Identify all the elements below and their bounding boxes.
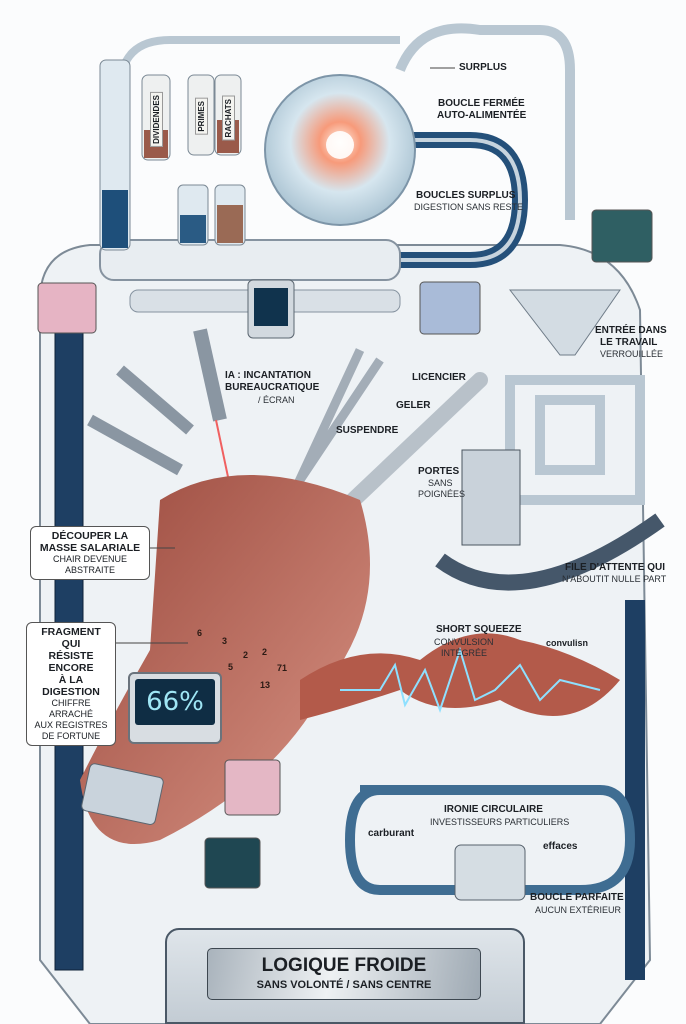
label-file-1: FILE D'ATTENTE QUI [565, 562, 665, 573]
monitor-value: 66% [135, 679, 215, 725]
bottle-label-primes: PRIMES [195, 98, 208, 135]
label-licencier: LICENCIER [412, 372, 466, 383]
fragment-number: 13 [260, 680, 271, 690]
callout-decouper: DÉCOUPER LA MASSE SALARIALE CHAIR DEVENU… [30, 526, 150, 580]
percentage-monitor: 66% [128, 672, 222, 744]
callout-fragment-s1: CHIFFRE ARRACHÉ [48, 698, 93, 719]
label-auto-alimentee: AUTO-ALIMENTÉE [437, 110, 527, 121]
label-sans: SANS [428, 478, 453, 488]
label-convulisn: convulisn [546, 638, 589, 648]
label-poignees: POIGNÉES [418, 489, 466, 499]
fragment-number: 71 [277, 663, 288, 673]
label-boucle-parfaite: BOUCLE PARFAITE [530, 892, 624, 903]
callout-decouper-title-2: MASSE SALARIALE [39, 542, 141, 554]
label-file-2: N'ABOUTIT NULLE PART [562, 574, 667, 584]
label-ia-2: BUREAUCRATIQUE [225, 382, 320, 393]
bottle-label-dividendes: DIVIDENDES [150, 92, 163, 147]
callout-fragment-t2: RÉSISTE [48, 650, 94, 662]
fragment-number: 2 [262, 647, 268, 657]
label-boucle-fermee: BOUCLE FERMÉE [438, 98, 525, 109]
label-carburant: carburant [368, 828, 415, 839]
label-surplus: SURPLUS [459, 62, 507, 73]
label-aucun-exterieur: AUCUN EXTÉRIEUR [535, 905, 622, 915]
callout-fragment-s3: DE FORTUNE [41, 731, 101, 741]
fragment-number: 3 [222, 636, 228, 646]
label-ia-1: IA : INCANTATION [225, 370, 311, 381]
label-integree: INTÉGRÉE [441, 648, 488, 658]
callout-fragment-t4: À LA DIGESTION [42, 674, 100, 698]
bottle-label-rachats: RACHATS [222, 96, 235, 141]
label-ironie-circulaire: IRONIE CIRCULAIRE [444, 804, 543, 815]
callout-fragment: FRAGMENT QUI RÉSISTE ENCORE À LA DIGESTI… [26, 622, 116, 746]
callout-fragment-t3: ENCORE [48, 662, 94, 674]
label-digestion-sans-reste: DIGESTION SANS RESTE [414, 202, 524, 212]
fragment-number: 2 [243, 650, 249, 660]
plate-title: LOGIQUE FROIDE [261, 955, 427, 976]
label-short-squeeze: SHORT SQUEEZE [436, 624, 522, 635]
callout-decouper-title-1: DÉCOUPER LA [51, 530, 129, 542]
plate-subtitle: SANS VOLONTÉ / SANS CENTRE [256, 979, 432, 991]
fragment-number: 5 [228, 662, 234, 672]
label-ia-3: / ÉCRAN [258, 395, 295, 405]
label-entree-1: ENTRÉE DANS [595, 325, 667, 336]
label-suspendre: SUSPENDRE [336, 425, 399, 436]
label-entree-2: LE TRAVAIL [600, 337, 658, 348]
label-effaces: effaces [543, 841, 578, 852]
callout-fragment-t1: FRAGMENT QUI [41, 626, 101, 650]
fragment-number: 6 [197, 628, 203, 638]
title-plate: LOGIQUE FROIDE SANS VOLONTÉ / SANS CENTR… [207, 948, 481, 1000]
label-verrouillee: VERROUILLÉE [600, 349, 664, 359]
label-geler: GELER [396, 400, 431, 411]
label-convulsion: CONVULSION [434, 637, 494, 647]
callout-fragment-s2: AUX REGISTRES [34, 720, 108, 730]
label-investisseurs: INVESTISSEURS PARTICULIERS [430, 817, 570, 827]
label-boucles-surplus: BOUCLES SURPLUS [416, 190, 516, 201]
label-portes: PORTES [418, 466, 460, 477]
callout-decouper-sub: CHAIR DEVENUE ABSTRAITE [52, 554, 127, 575]
